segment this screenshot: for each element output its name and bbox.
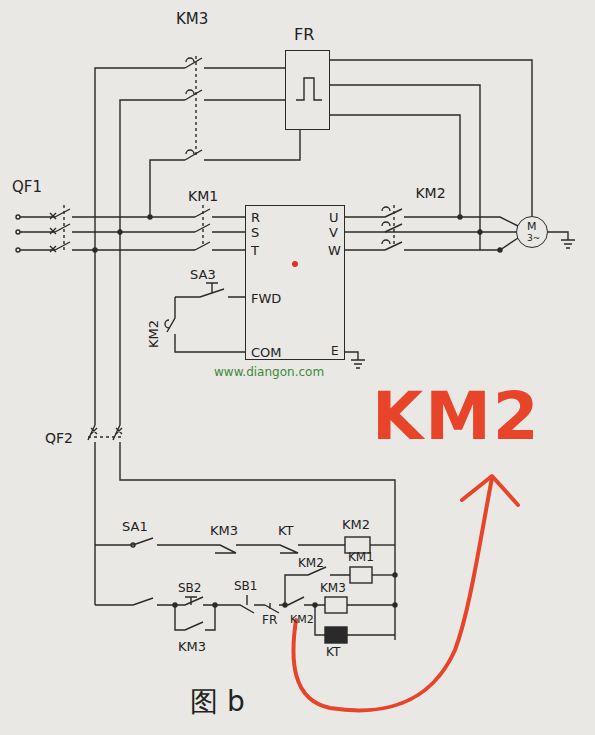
contact-label: FR [262, 614, 277, 626]
terminal-label: R [251, 211, 260, 224]
coil-label: KM3 [320, 582, 346, 594]
annotation: KM2 [372, 384, 541, 450]
terminal-label: S [251, 226, 259, 239]
contact-label: KT [278, 524, 293, 537]
terminal-label: COM [251, 346, 282, 359]
button-label: SB2 [178, 582, 201, 594]
switch-label: SA1 [122, 520, 148, 533]
contactor-label: KM2 [147, 320, 160, 348]
coil-label: KT [326, 646, 340, 658]
terminal-label: V [329, 226, 338, 239]
terminal-label: U [329, 211, 339, 224]
inverter-box: RST UVW FWD COM E [245, 205, 345, 360]
breaker-label: QF1 [12, 180, 42, 195]
terminal-label: E [331, 345, 339, 357]
switch-label: SA3 [190, 268, 216, 281]
contact-label: KM3 [210, 524, 238, 537]
contact-label: KM2 [298, 557, 324, 569]
button-label: SB1 [234, 580, 257, 592]
breaker-label: QF2 [45, 431, 73, 445]
contactor-label: KM2 [415, 186, 445, 200]
wire-connector [345, 232, 516, 233]
terminal-label: 3~ [527, 234, 540, 243]
terminal-label: FWD [251, 292, 281, 305]
contact-label: KM3 [178, 640, 206, 653]
watermark: www.diangon.com [214, 366, 324, 378]
coil-label: KM1 [348, 551, 374, 563]
terminal-label: M [527, 221, 537, 232]
terminal-label: T [251, 244, 259, 257]
thermal-relay-box: FR [285, 50, 330, 130]
terminal-label: FR [294, 27, 314, 43]
motor-circle: M 3~ [516, 216, 548, 248]
terminal-label: W [328, 244, 341, 257]
contact-label: KM2 [290, 614, 314, 625]
coil-label: KM2 [342, 518, 370, 531]
contactor-label: KM1 [188, 189, 218, 203]
figure-caption: 图 b [190, 688, 245, 716]
wire-connector [330, 60, 532, 216]
contactor-label: KM3 [176, 12, 208, 27]
